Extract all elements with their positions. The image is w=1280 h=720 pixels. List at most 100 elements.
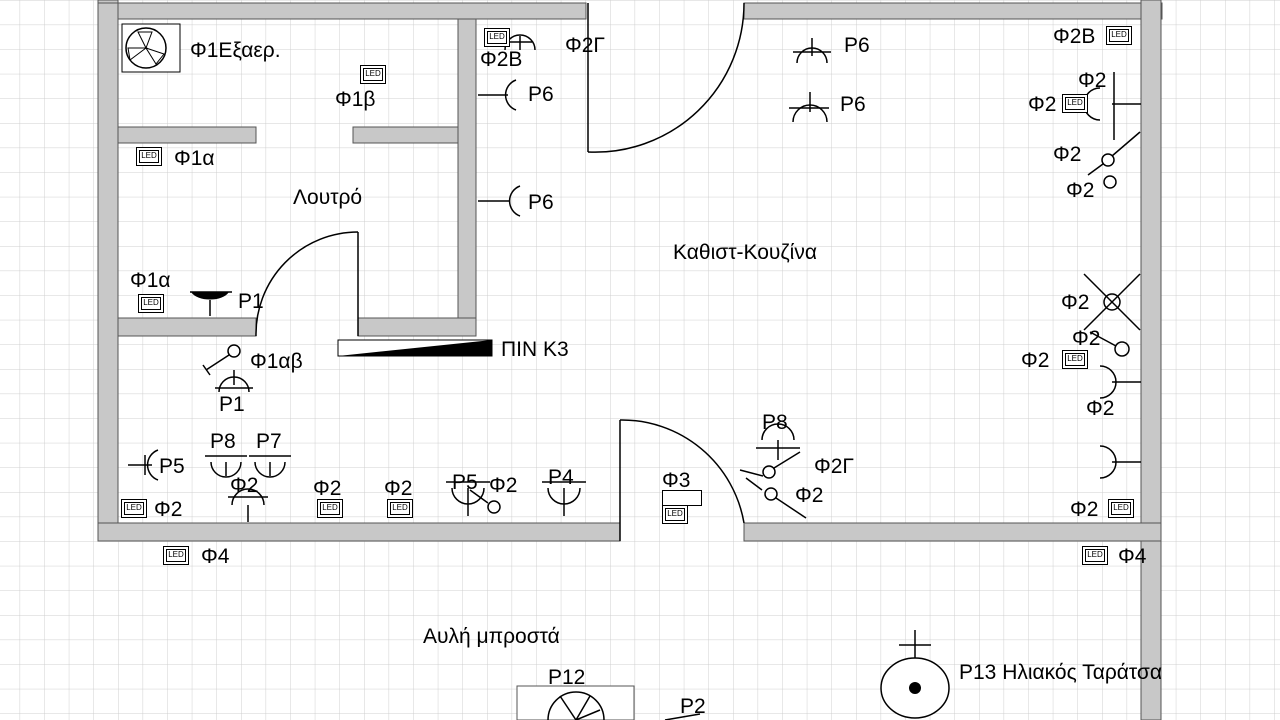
wall-bath-bottom-right <box>357 317 477 337</box>
label-f2-mid: Φ2 <box>795 484 824 507</box>
label-f2-r3: Φ2 <box>1053 143 1082 166</box>
label-f2-r1: Φ2 <box>1078 69 1107 92</box>
socket-p5-left <box>128 449 159 481</box>
wall-wc-right <box>352 126 459 144</box>
switch-right-4 <box>1089 331 1130 357</box>
label-p5-left: Ρ5 <box>159 455 185 478</box>
label-p4: Ρ4 <box>548 466 574 489</box>
p2-yard-icon <box>664 713 701 720</box>
switch-f2g-mid <box>739 451 801 479</box>
led-icon: LED <box>1062 94 1088 113</box>
label-f3: Φ3 <box>662 469 691 492</box>
label-p7: Ρ7 <box>256 430 282 453</box>
label-f1-exhaust: Φ1Εξαερ. <box>190 39 281 62</box>
label-f1b: Φ1β <box>335 88 376 111</box>
label-f2-b1-led: Φ2 <box>154 498 183 521</box>
label-f2-b3: Φ2 <box>313 477 342 500</box>
wall-top-right <box>743 2 1163 20</box>
label-f2v-top: Φ2Β <box>480 48 523 71</box>
socket-p7 <box>249 455 291 478</box>
label-p5-b: Ρ5 <box>452 471 478 494</box>
label-f4-right: Φ4 <box>1118 545 1147 568</box>
socket-p6-top1 <box>793 38 831 64</box>
wall-right <box>1140 0 1162 541</box>
label-f2-b5: Φ2 <box>489 474 518 497</box>
label-p6-d: Ρ6 <box>840 93 866 116</box>
room-label-front-yard: Αυλή μπροστά <box>423 625 560 648</box>
label-p8-left: Ρ8 <box>210 430 236 453</box>
label-p13: Ρ13 Ηλιακός Ταράτσα <box>959 661 1163 684</box>
p12-pump-icon <box>547 691 605 720</box>
label-p12: Ρ12 <box>548 666 586 689</box>
label-f1a-low: Φ1α <box>130 269 171 292</box>
led-icon: LED <box>138 294 164 313</box>
socket-p1-hall <box>215 370 253 393</box>
led-icon: LED <box>484 28 510 47</box>
label-f2g-mid: Φ2Γ <box>814 455 855 478</box>
led-icon: LED <box>317 499 343 518</box>
yard-box <box>516 685 635 720</box>
wall-bottom-left <box>97 522 621 542</box>
room-label-living-kitchen: Καθιστ-Κουζίνα <box>673 241 817 264</box>
label-p1-bath: Ρ1 <box>238 290 264 313</box>
socket-right-2 <box>1099 365 1141 399</box>
panel-label: ΠΙΝ Κ3 <box>501 338 569 361</box>
switch-f2-mid <box>745 477 807 519</box>
wall-bath-bottom-left <box>117 317 257 337</box>
led-icon: LED <box>387 499 413 518</box>
wall-top-left <box>97 2 587 20</box>
led-icon: LED <box>360 65 386 84</box>
led-icon: LED <box>1108 499 1134 518</box>
label-p8-right: Ρ8 <box>762 411 788 434</box>
door-front-swing <box>619 419 745 524</box>
wall-bath-right <box>457 18 477 337</box>
label-f2g-top: Φ2Γ <box>565 34 606 57</box>
led-icon: LED <box>136 147 162 166</box>
wall-wc-left <box>117 126 257 144</box>
walls <box>97 0 1163 720</box>
switch-right-1 <box>1087 131 1141 176</box>
socket-p8-left <box>205 455 247 478</box>
led-icon: LED <box>121 499 147 518</box>
switch-right-2 <box>1103 175 1117 189</box>
label-p6-a: Ρ6 <box>528 83 554 106</box>
led-icon: LED <box>1106 26 1132 45</box>
socket-p1-bath <box>190 291 232 316</box>
label-f2-b4: Φ2 <box>384 477 413 500</box>
socket-p5-b <box>446 481 490 516</box>
led-icon: LED <box>163 546 189 565</box>
label-f2-r6: Φ2 <box>1072 327 1101 350</box>
socket-p6-left2 <box>478 185 521 217</box>
label-f2-b2: Φ2 <box>230 474 259 497</box>
socket-p4 <box>542 481 586 516</box>
switch-symbols <box>202 131 1141 519</box>
label-f1ab: Φ1αβ <box>250 350 303 373</box>
emergency-light-icon <box>662 490 702 506</box>
socket-f2-b1 <box>228 488 268 522</box>
socket-symbols <box>128 34 1141 660</box>
label-f2-r5: Φ2 <box>1061 291 1090 314</box>
p13-solar-icon <box>880 657 950 719</box>
door-top-swing <box>587 2 745 153</box>
switch-right-3 <box>1083 273 1141 331</box>
door-bath-swing <box>255 231 359 337</box>
led-icon: LED <box>1062 350 1088 369</box>
label-f2-r8: Φ2 <box>1086 397 1115 420</box>
exhaust-fan-icon <box>121 23 181 73</box>
doors <box>255 2 745 541</box>
led-icon: LED <box>1082 546 1108 565</box>
label-f4-left: Φ4 <box>201 545 230 568</box>
label-f2-r9: Φ2 <box>1070 498 1099 521</box>
label-p6-c: Ρ6 <box>844 34 870 57</box>
led-icon: LED <box>662 505 688 524</box>
socket-p6-left1 <box>478 79 517 111</box>
label-f2-r4: Φ2 <box>1066 179 1095 202</box>
room-label-bathroom: Λουτρό <box>293 186 363 209</box>
socket-right-3 <box>1099 445 1141 479</box>
label-p1-hall: Ρ1 <box>219 393 245 416</box>
label-f2-r2: Φ2 <box>1028 93 1057 116</box>
socket-p13 <box>899 630 931 660</box>
label-f1a-top: Φ1α <box>174 147 215 170</box>
